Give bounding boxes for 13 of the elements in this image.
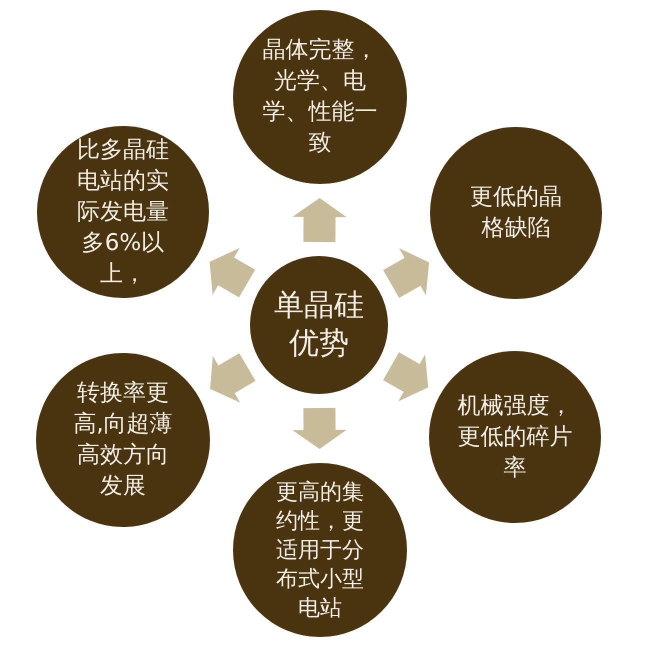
block-arrow xyxy=(292,198,346,242)
node-text: 单晶硅优势 xyxy=(273,287,365,363)
node-text: 更低的晶格缺陷 xyxy=(468,183,563,243)
node-text: 晶体完整，光学、电学、性能一致 xyxy=(261,36,378,158)
node-text: 机械强度，更低的碎片率 xyxy=(456,392,574,482)
node-text: 比多晶硅电站的实际发电量多6%以上， xyxy=(76,136,170,288)
block-arrow xyxy=(383,352,428,402)
block-arrow xyxy=(383,248,430,298)
block-arrow xyxy=(292,408,346,449)
block-arrow xyxy=(210,353,256,403)
block-arrow xyxy=(210,248,256,298)
node-text: 转换率更高,向超薄高效方向发展 xyxy=(72,379,174,501)
node-text: 更高的集约性，更适用于分布式小型电站 xyxy=(275,478,365,622)
